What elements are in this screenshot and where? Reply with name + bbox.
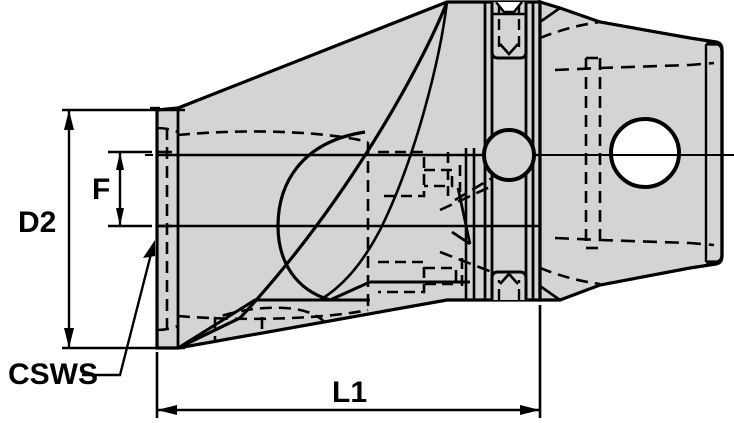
flange-step-top: [539, 6, 561, 24]
top-slot-hidden: [497, 2, 521, 50]
shank-end-cap: [706, 42, 724, 264]
dimension-l1: [155, 305, 542, 418]
l1-arrow-right: [520, 405, 540, 415]
csws-leader-arrow: [143, 240, 155, 258]
l1-arrow-left: [157, 405, 177, 415]
callout-csws-leader: [82, 240, 155, 377]
callout-label-csws: CSWS: [8, 358, 98, 391]
left-face-hidden: [157, 126, 179, 332]
bottom-slot-point: [499, 272, 519, 285]
dimension-f: [108, 150, 172, 228]
shank-hidden-slot: [584, 56, 602, 250]
angled-tie-solid: [451, 187, 472, 246]
right-clamp-bore: [609, 117, 681, 189]
d2-arrow-bottom: [64, 328, 74, 348]
body-internals: [157, 2, 540, 348]
dimension-d2: [62, 108, 185, 350]
cavity-lower-edge: [329, 280, 371, 302]
bottom-chamfer: [177, 298, 370, 348]
main-body: [155, 0, 542, 350]
coolant-pocket-hidden: [177, 130, 370, 321]
top-slot-point: [499, 43, 519, 56]
dimension-label-d2: D2: [18, 206, 57, 239]
top-slot-vee: [495, 2, 523, 14]
dimension-label-l1: L1: [332, 376, 368, 409]
csws-leader-line: [82, 249, 154, 377]
dimension-label-f: F: [92, 173, 111, 206]
taper-front-edge: [319, 2, 449, 302]
bottom-slot-hidden: [497, 280, 521, 300]
d2-arrow-top: [64, 110, 74, 130]
f-arrow-bottom: [116, 208, 124, 226]
shank-cavity-hidden: [540, 20, 601, 286]
left-drive-hole: [482, 128, 536, 182]
flange-step-bottom: [539, 284, 561, 302]
shank-assembly: [538, 0, 724, 302]
f-arrow-top: [116, 152, 124, 170]
shank-hidden-lines: [554, 61, 715, 247]
cavity-sphere: [276, 130, 366, 302]
stepped-bore-hidden: [378, 150, 464, 294]
bottom-slot-outline: [490, 270, 528, 302]
body-outline: [155, 0, 542, 350]
